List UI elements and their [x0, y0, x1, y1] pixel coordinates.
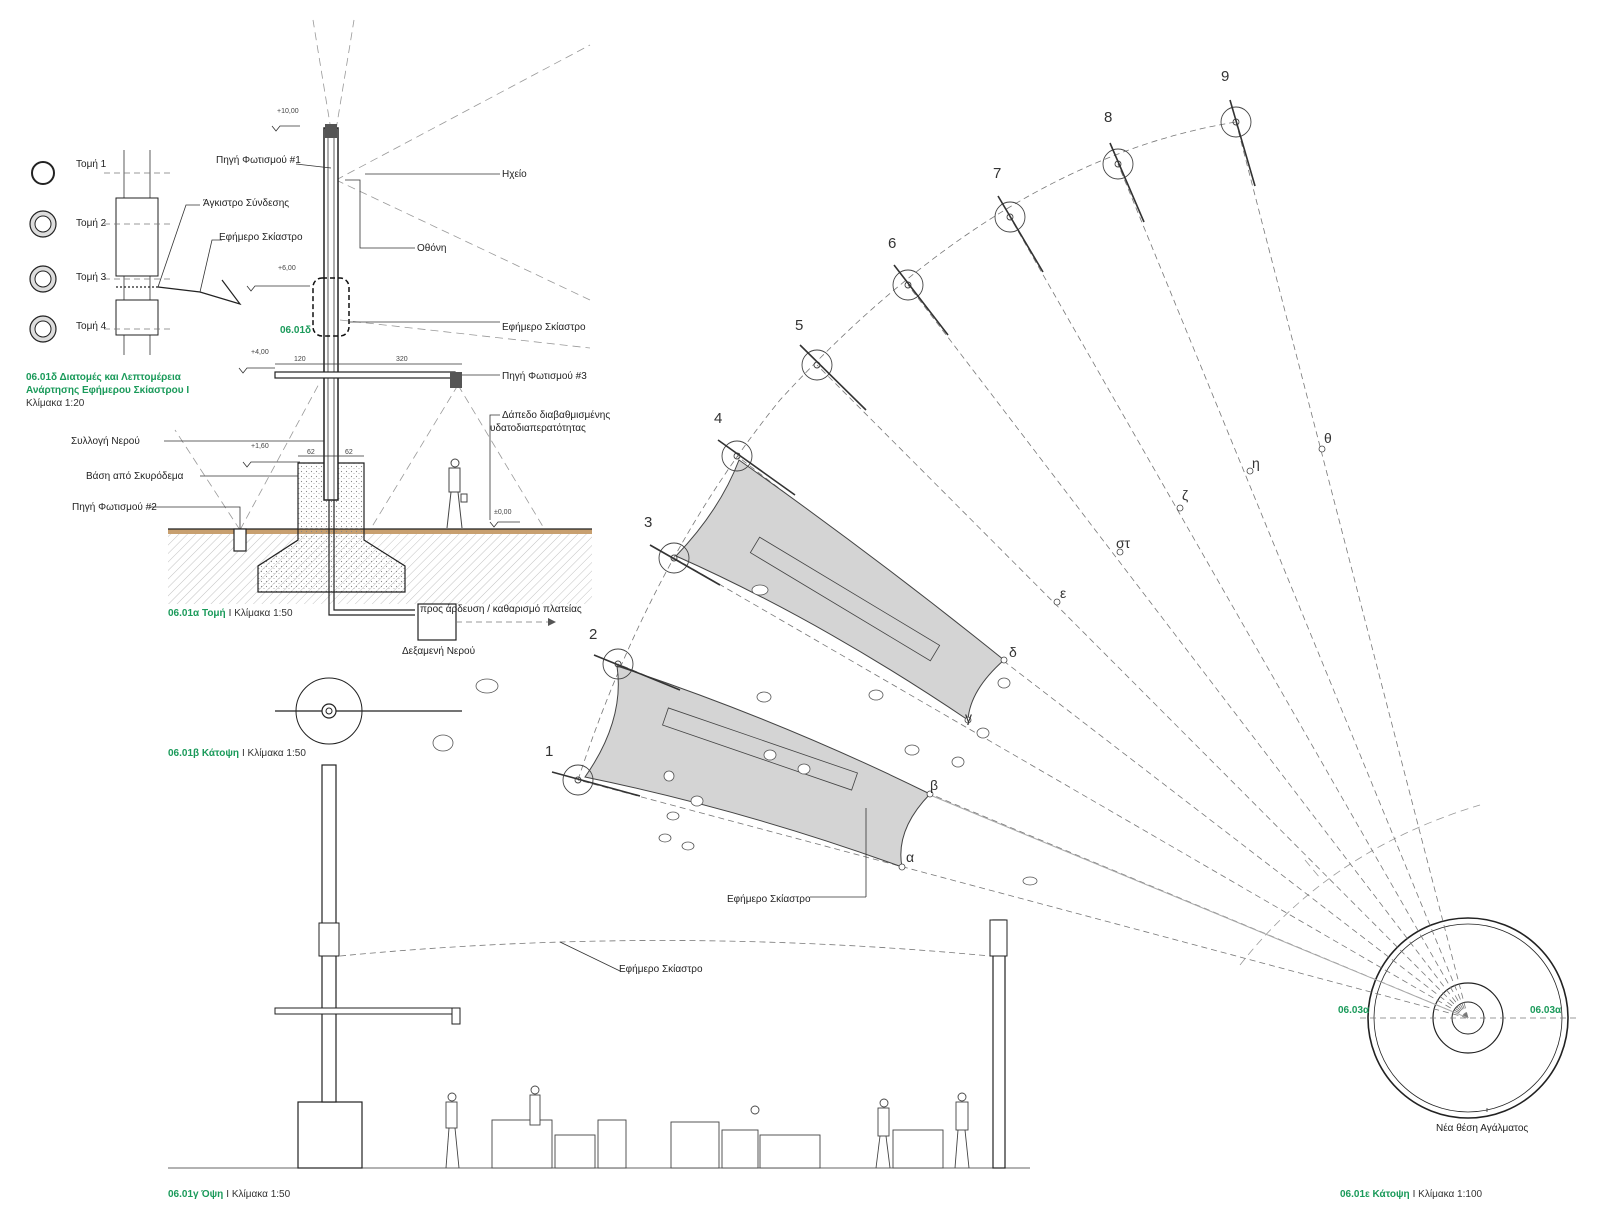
greek-label-theta: θ: [1324, 430, 1332, 446]
caption-section-a-scale: Ι Κλίμακα 1:50: [229, 607, 293, 619]
label-cut-1: Τομή 1: [76, 158, 107, 170]
label-floor-2: υδατοδιαπερατότητας: [490, 422, 586, 434]
label-cut-2: Τομή 2: [76, 217, 107, 229]
level-6: +6,00: [278, 265, 296, 272]
light-source-2-fixture: [233, 528, 247, 552]
market-figures: [445, 1085, 970, 1169]
label-floor-1: Δάπεδο διαβαθμισμένης: [502, 409, 610, 421]
cross-arm: [274, 371, 456, 379]
level-1-6: +1,60: [251, 443, 269, 450]
pole-label-4: 4: [714, 410, 722, 427]
caption-elevation-c-scale: Ι Κλίμακα 1:50: [226, 1188, 290, 1200]
pole-label-1: 1: [545, 743, 553, 760]
label-shade-detail: Εφήμερο Σκίαστρο: [219, 231, 303, 243]
label-light-source-2: Πηγή Φωτισμού #2: [72, 501, 157, 513]
level-10: +10,00: [277, 108, 299, 115]
caption-plan-b-scale: Ι Κλίμακα 1:50: [242, 747, 306, 759]
level-4: +4,00: [251, 349, 269, 356]
label-water-tank: Δεξαμενή Νερού: [402, 645, 475, 657]
label-shade-section: Εφήμερο Σκίαστρο: [502, 321, 586, 333]
greek-label-gamma: γ: [965, 709, 972, 725]
pole-label-9: 9: [1221, 68, 1229, 85]
pole-label-2: 2: [589, 626, 597, 643]
caption-section-d-line1: 06.01δ Διατομές και Λεπτομέρεια: [26, 372, 182, 383]
pole-label-8: 8: [1104, 109, 1112, 126]
water-tank: [417, 603, 457, 641]
caption-section-a-code: 06.01α Τομή: [168, 608, 226, 619]
dim-62-left: 62: [307, 449, 315, 456]
label-drain: προς άρδευση / καθαρισμό πλατείας: [420, 603, 582, 615]
elevation-c-drawing: [168, 764, 1030, 1169]
dim-120: 120: [294, 356, 306, 363]
greek-label-beta: β: [930, 777, 938, 793]
label-speaker: Ηχείο: [502, 168, 527, 180]
dim-62-right: 62: [345, 449, 353, 456]
concrete-footing: [257, 462, 406, 593]
light-source-1-fixture: [325, 124, 337, 138]
plan-b-drawing: [275, 677, 462, 745]
light-source-3-fixture: [450, 372, 462, 388]
label-concrete-base: Βάση από Σκυρόδεμα: [86, 470, 184, 482]
level-0: ±0,00: [494, 509, 512, 516]
pole-label-6: 6: [888, 235, 896, 252]
label-cut-3: Τομή 3: [76, 271, 107, 283]
label-statue: Νέα θέση Αγάλματος: [1436, 1122, 1528, 1134]
greek-label-delta: δ: [1009, 644, 1017, 660]
detail-reference: 06.01δ: [280, 325, 311, 336]
pole-label-5: 5: [795, 317, 803, 334]
caption-plan-e-scale: Ι Κλίμακα 1:100: [1413, 1188, 1483, 1200]
caption-plan-e-code: 06.01ε Κάτοψη: [1340, 1189, 1410, 1200]
label-shade-elevation: Εφήμερο Σκίαστρο: [619, 963, 703, 975]
caption-section-d-scale: Κλίμακα 1:20: [26, 397, 85, 409]
greek-label-zeta: ζ: [1182, 487, 1188, 503]
label-water-collection: Συλλογή Νερού: [71, 435, 140, 447]
label-shade-plan: Εφήμερο Σκίαστρο: [727, 893, 811, 905]
pole-label-7: 7: [993, 165, 1001, 182]
pole-label-3: 3: [644, 514, 652, 531]
pole-arms: [551, 99, 1256, 797]
person-figure: [446, 458, 468, 529]
plan-e-drawing: [432, 99, 1578, 1119]
caption-plan-b-code: 06.01β Κάτοψη: [168, 748, 239, 759]
soil-layer: [168, 529, 592, 534]
section-a-drawing: [150, 19, 592, 641]
pole-section: [323, 127, 339, 501]
ray-markers: [898, 445, 1326, 871]
section-d-drawing: [29, 150, 242, 355]
detail-callout-box: [312, 277, 350, 337]
caption-elevation-c-code: 06.01γ Όψη: [168, 1189, 223, 1200]
pole-markers: [562, 106, 1252, 796]
label-hook: Άγκιστρο Σύνδεσης: [203, 197, 289, 209]
label-cut-4: Τομή 4: [76, 320, 107, 332]
dim-320: 320: [396, 356, 408, 363]
greek-label-epsilon: ε: [1060, 585, 1066, 601]
greek-label-stigma: στ: [1116, 535, 1131, 551]
caption-section-d-line2: Ανάρτησης Εφήμερου Σκίαστρου Ι: [26, 385, 189, 396]
section-ref-left: 06.03α: [1338, 1005, 1370, 1016]
label-light-source-1: Πηγή Φωτισμού #1: [216, 154, 301, 166]
shade-sail-upper: [675, 459, 1005, 721]
greek-label-eta: η: [1252, 455, 1260, 471]
plan-figures: [432, 584, 1038, 886]
section-ref-right: 06.03α: [1530, 1005, 1562, 1016]
label-light-source-3: Πηγή Φωτισμού #3: [502, 370, 587, 382]
greek-label-alpha: α: [906, 849, 914, 865]
label-screen: Οθόνη: [417, 242, 446, 254]
